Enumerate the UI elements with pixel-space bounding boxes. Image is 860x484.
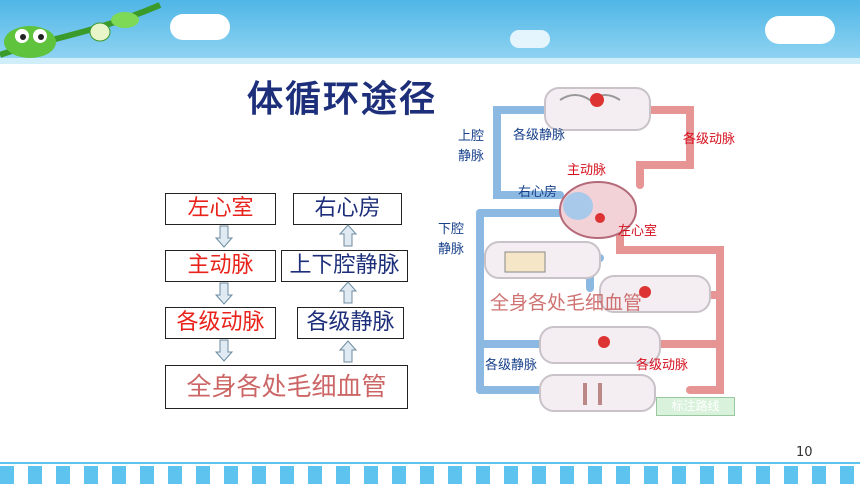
flow-box-veins: 各级静脉 bbox=[297, 307, 404, 339]
flow-box-left-ventricle: 左心室 bbox=[165, 193, 276, 225]
header-band bbox=[0, 58, 860, 64]
page-title: 体循环途径 bbox=[247, 79, 438, 120]
label-aorta: 主动脉 bbox=[567, 163, 607, 178]
flow-box-vena-cava: 上下腔静脉 bbox=[281, 250, 408, 282]
label-svc-line1: 上腔 bbox=[458, 129, 485, 144]
label-veins-bottom: 各级静脉 bbox=[485, 358, 538, 373]
capillaries-text: 全身各处毛细血管 bbox=[186, 372, 387, 401]
body-organ bbox=[539, 374, 656, 412]
upper-body-organ bbox=[544, 87, 651, 131]
flow-box-aorta: 主动脉 bbox=[165, 250, 276, 282]
label-veins-top: 各级静脉 bbox=[513, 128, 566, 143]
body-organ bbox=[599, 275, 711, 313]
frog-vine-decoration bbox=[0, 2, 162, 58]
up-arrow bbox=[338, 340, 358, 363]
up-arrow bbox=[338, 224, 358, 247]
flow-arrows bbox=[214, 224, 358, 363]
footer-line bbox=[0, 462, 860, 464]
label-arteries-bottom: 各级动脉 bbox=[636, 358, 689, 373]
label-arteries-top: 各级动脉 bbox=[683, 132, 736, 147]
label-svc-line2: 静脉 bbox=[458, 149, 485, 164]
route-button[interactable]: 标注路线 bbox=[656, 397, 735, 416]
label-ivc-line2: 静脉 bbox=[438, 242, 465, 257]
cloud-decoration bbox=[765, 16, 835, 44]
label-capillaries: 全身各处毛细血管 bbox=[490, 292, 643, 314]
flow-box-right-atrium: 右心房 bbox=[293, 193, 402, 225]
flow-box-arteries: 各级动脉 bbox=[165, 307, 276, 339]
flow-box-capillaries: 全身各处毛细血管 bbox=[165, 365, 408, 409]
down-arrow bbox=[214, 339, 234, 362]
up-arrow bbox=[338, 281, 358, 304]
label-left-ventricle: 左心室 bbox=[618, 224, 658, 239]
down-arrow bbox=[214, 282, 234, 305]
cloud-decoration bbox=[510, 30, 550, 48]
page-number: 10 bbox=[796, 445, 813, 460]
cloud-decoration bbox=[170, 14, 230, 40]
down-arrow bbox=[214, 225, 234, 248]
label-right-atrium: 右心房 bbox=[518, 185, 558, 200]
label-ivc-line1: 下腔 bbox=[438, 222, 465, 237]
footer-bar bbox=[0, 466, 860, 484]
